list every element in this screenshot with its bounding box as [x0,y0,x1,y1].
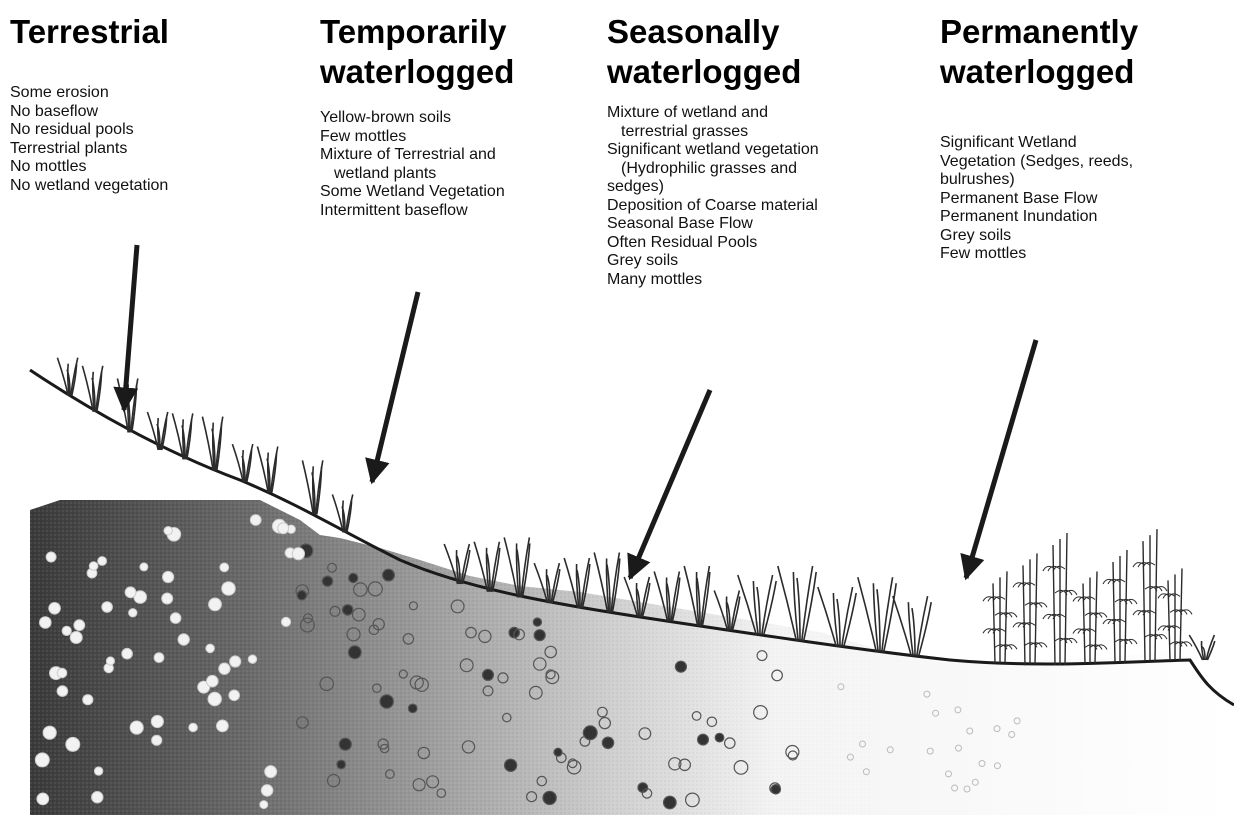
mottle-icon [209,598,222,611]
mottle-icon [349,573,358,582]
mottle-icon [278,523,289,534]
mottle-icon [94,767,102,775]
mottle-icon [222,582,236,596]
mottle-icon [230,656,241,667]
plant-icon [302,460,322,514]
mottle-icon [130,721,143,734]
mottle-icon [715,733,724,742]
mottle-icon [505,759,517,771]
mottle-icon [206,644,215,653]
mottle-icon [281,617,290,626]
mottle-icon [292,548,304,560]
mottle-icon [534,630,545,641]
mottle-icon [102,602,113,613]
mottle-icon [162,593,173,604]
mottle-icon [297,591,306,600]
mottle-icon [43,726,56,739]
plant-icon [858,577,896,652]
mottle-icon [771,785,780,794]
plant-icon [1073,572,1107,664]
mottle-icon [261,785,273,797]
mottle-icon [92,792,103,803]
mottle-icon [380,695,393,708]
mottle-icon [49,603,61,615]
plant-icon [202,417,222,471]
mottle-icon [343,605,353,615]
mottle-icon [217,720,229,732]
mottle-icon [383,569,395,581]
mottle-icon [70,632,82,644]
mottle-icon [483,669,494,680]
mottle-icon [348,646,361,659]
mottle-icon [178,634,189,645]
mottle-icon [337,760,346,769]
mottle-icon [46,552,56,562]
mottle-icon [189,723,198,732]
mottle-icon [154,653,164,663]
mottle-icon [164,527,172,535]
mottle-icon [98,557,107,566]
mottle-icon [140,563,148,571]
plant-icon [1043,533,1077,665]
mottle-icon [37,793,49,805]
mottle-icon [265,766,277,778]
mottle-icon [57,668,67,678]
mottle-icon [152,735,162,745]
mottle-icon [664,796,677,809]
mottle-icon [151,715,163,727]
mottle-icon [322,576,332,586]
mottle-icon [163,571,174,582]
plant-icon [1158,568,1192,660]
mottle-icon [229,690,240,701]
down-arrow-icon [124,245,137,410]
mottle-icon [533,618,541,626]
mottle-icon [260,801,268,809]
mottle-icon [129,609,137,617]
down-arrow-icon [372,292,418,482]
down-arrow-icon [966,340,1036,578]
plant-icon [232,444,252,482]
mottle-icon [106,657,114,665]
plant-icon [1189,635,1215,660]
mottle-icon [220,563,229,572]
mottle-icon [83,695,93,705]
plant-icon [147,412,167,450]
mottle-icon [219,663,230,674]
mottle-icon [40,617,52,629]
mottle-icon [35,753,49,767]
mottle-icon [62,626,71,635]
mottle-icon [125,587,136,598]
mottle-icon [408,704,417,713]
mottle-icon [250,515,261,526]
plant-icon [257,447,277,493]
mottle-icon [602,737,613,748]
mottle-icon [66,737,80,751]
mottle-icon [207,675,219,687]
mottle-icon [122,648,133,659]
mottle-icon [543,791,556,804]
mottle-icon [248,655,256,663]
mottle-icon [208,692,221,705]
mottle-icon [89,562,98,571]
mottle-icon [583,726,597,740]
mottle-icon [698,734,709,745]
plant-icon [1013,553,1047,665]
plant-icon [893,596,931,656]
plant-icon [1103,550,1137,662]
mottle-icon [675,661,686,672]
down-arrow-icon [630,390,710,578]
plant-icon [983,571,1017,663]
mottle-icon [74,620,85,631]
mottle-icon [554,748,562,756]
mottle-icon [339,738,351,750]
plant-icon [1133,529,1167,661]
mottle-icon [170,613,181,624]
mottle-icon [57,686,68,697]
